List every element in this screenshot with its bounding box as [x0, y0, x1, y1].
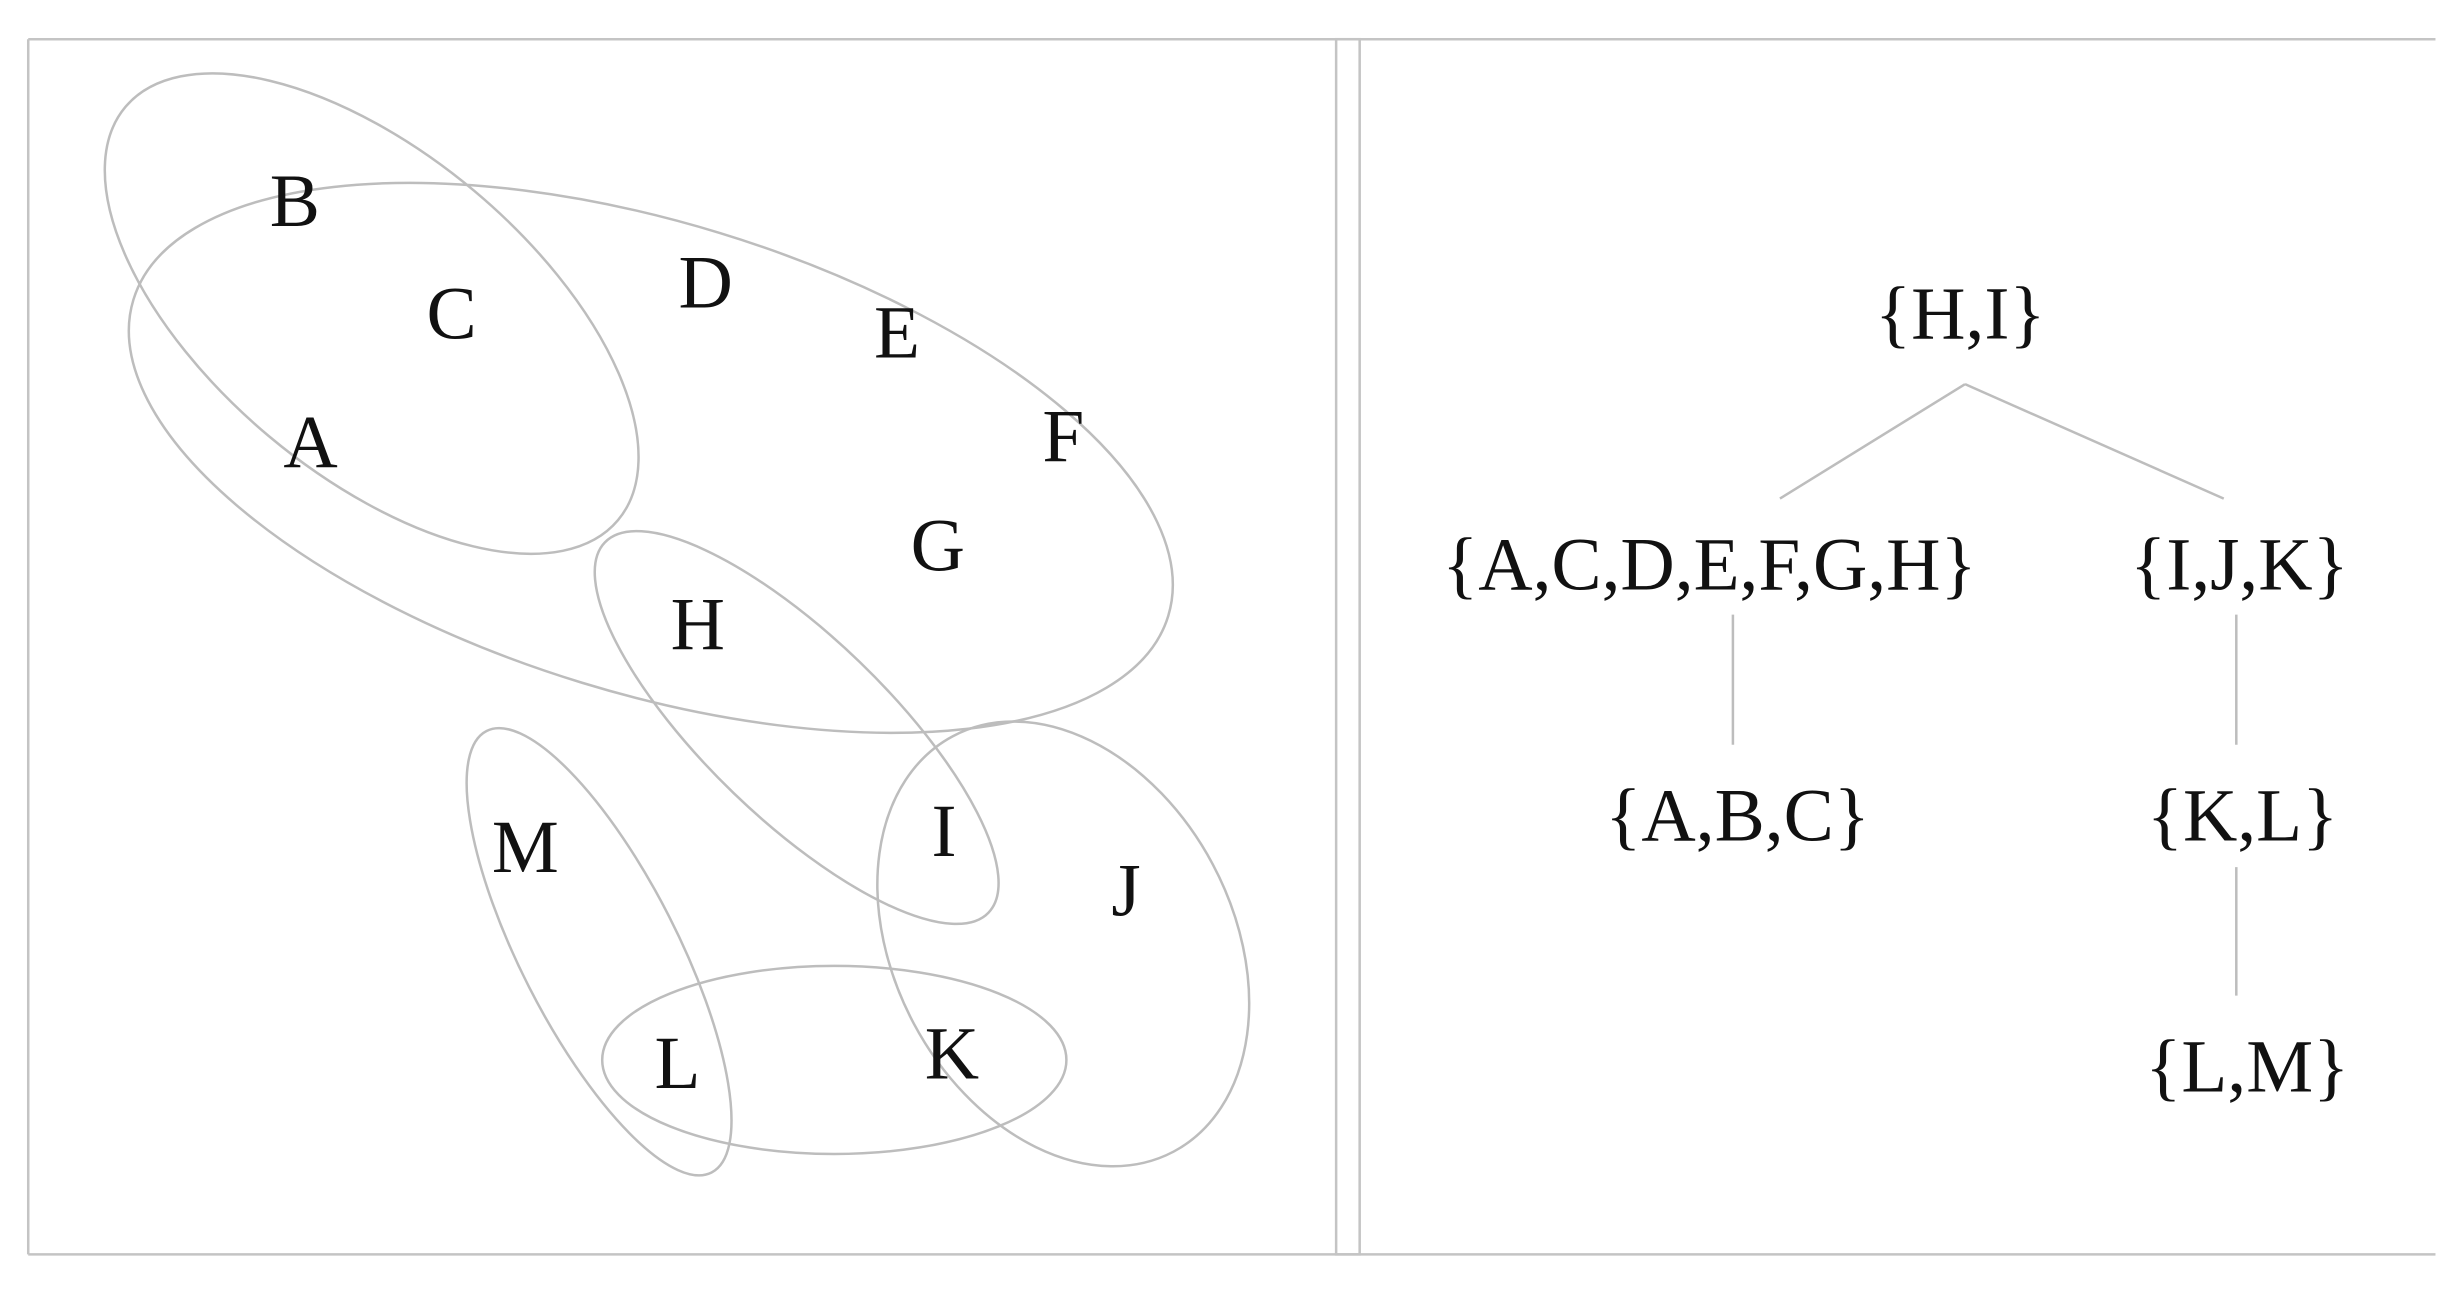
vertex-e: E — [874, 292, 920, 375]
vertex-i: I — [932, 790, 957, 873]
hyperedge-hi — [593, 529, 1000, 926]
tree-node-acdefgh: {A,C,D,E,F,G,H} — [1442, 524, 1977, 607]
tree-node-abc: {A,B,C} — [1605, 774, 1870, 857]
hypergraph-panel: A B C D E F G H I J K L M — [103, 72, 1251, 1177]
tree-edge — [1964, 383, 2225, 500]
tree-node-hi: {H,I} — [1875, 273, 2045, 356]
vertex-g: G — [911, 505, 965, 588]
vertex-l: L — [654, 1022, 700, 1105]
vertex-d: D — [679, 241, 733, 324]
vertex-k: K — [925, 1013, 979, 1096]
vertex-b: B — [270, 160, 320, 243]
panel-divider — [1334, 37, 1361, 1256]
vertex-a: A — [283, 401, 337, 484]
vertex-m: M — [492, 806, 559, 889]
tree-node-ijk: {I,J,K} — [2130, 524, 2349, 607]
frame — [26, 37, 2436, 1256]
tree-node-lm: {L,M} — [2145, 1025, 2349, 1108]
vertex-f: F — [1042, 395, 1084, 478]
vertex-h: H — [671, 583, 725, 666]
hyperedge-lm — [465, 726, 733, 1177]
hyperedge-kl — [600, 964, 1068, 1156]
vertex-c: C — [427, 273, 477, 356]
vertex-j: J — [1111, 850, 1140, 933]
hyperedge-abc — [103, 72, 640, 556]
hyperedge-ijk — [876, 720, 1251, 1168]
hyperedge-acdefgh — [127, 181, 1175, 735]
join-tree-panel: {H,I} {A,C,D,E,F,G,H} {I,J,K} {A,B,C} {K… — [1442, 273, 2349, 1109]
tree-node-kl: {K,L} — [2147, 774, 2338, 857]
tree-edge — [1779, 383, 1966, 500]
